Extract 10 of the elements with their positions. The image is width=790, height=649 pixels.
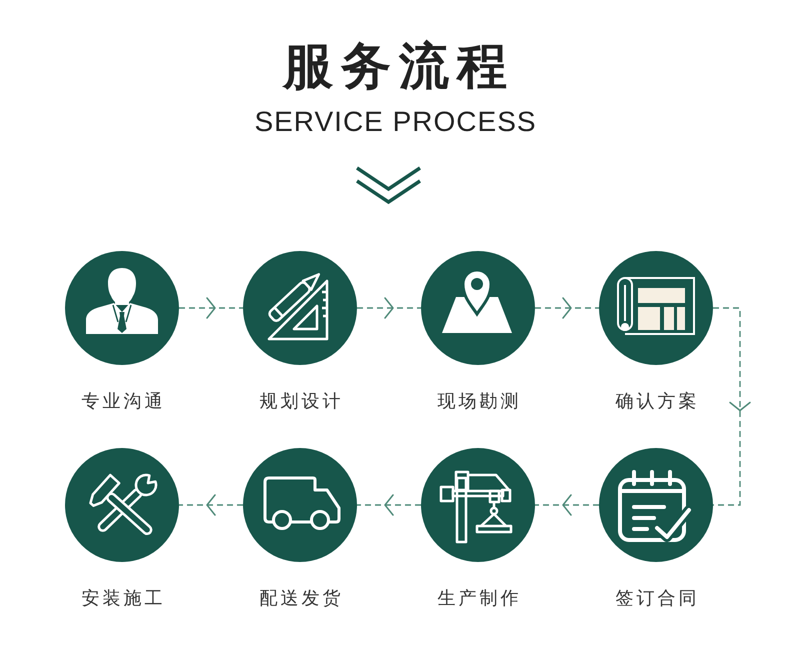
step-label: 签订合同 [614, 589, 700, 609]
step-label: 生产制作 [436, 589, 522, 609]
step-label: 配送发货 [258, 589, 344, 609]
step-label: 现场勘测 [436, 392, 522, 412]
page-title: 服务流程 [281, 38, 515, 94]
step-label: 确认方案 [614, 392, 700, 412]
step-label: 专业沟通 [80, 392, 166, 412]
step-label: 安装施工 [80, 589, 166, 609]
step-label: 规划设计 [258, 392, 344, 412]
page-subtitle: SERVICE PROCESS [253, 106, 537, 138]
